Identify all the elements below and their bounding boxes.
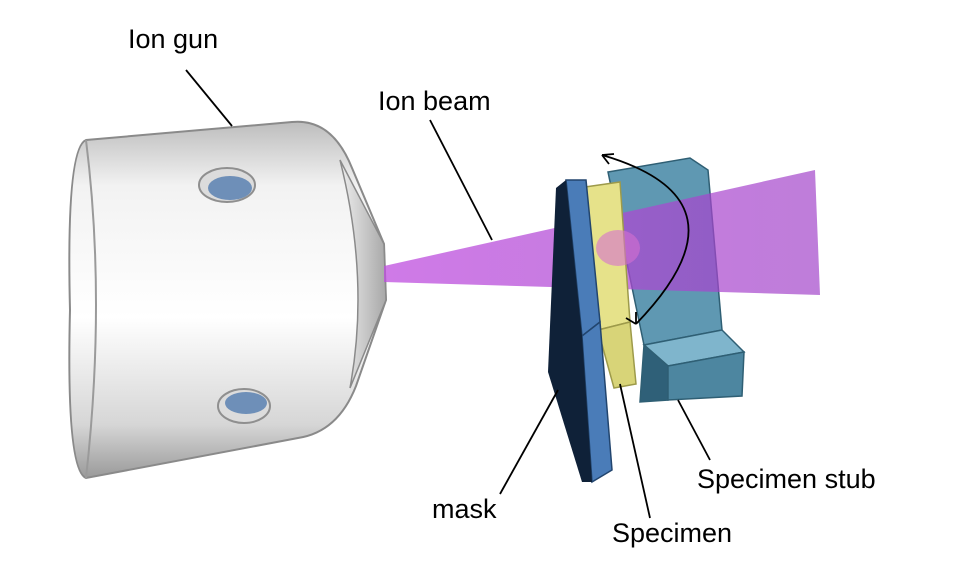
ion-gun-rear-edge xyxy=(85,139,97,479)
upper-port-window-icon xyxy=(208,176,252,200)
specimen-stub-leader xyxy=(677,399,711,461)
rotation-arrow xyxy=(601,153,690,325)
arrowhead-top-icon xyxy=(601,153,615,165)
ion-beam-leader xyxy=(429,119,493,241)
ion-gun-label: Ion gun xyxy=(128,24,219,54)
lower-port-window-icon xyxy=(225,392,267,414)
ion-beam-label: Ion beam xyxy=(378,86,491,116)
ion-gun-leader xyxy=(185,69,233,127)
ion-gun-nose xyxy=(339,159,387,389)
mask-plate xyxy=(548,179,613,484)
mask-leader xyxy=(499,389,559,495)
specimen-stub-label: Specimen stub xyxy=(697,464,876,494)
milling-spot xyxy=(596,230,640,266)
ion-gun xyxy=(68,120,388,480)
specimen-leader xyxy=(619,383,651,519)
ion-gun-body xyxy=(68,120,388,480)
mask-label: mask xyxy=(432,494,497,524)
rotation-arrow-path xyxy=(601,154,690,325)
arrowhead-bottom-icon xyxy=(625,312,637,325)
leader-lines xyxy=(185,69,711,519)
specimen-label: Specimen xyxy=(612,518,733,548)
